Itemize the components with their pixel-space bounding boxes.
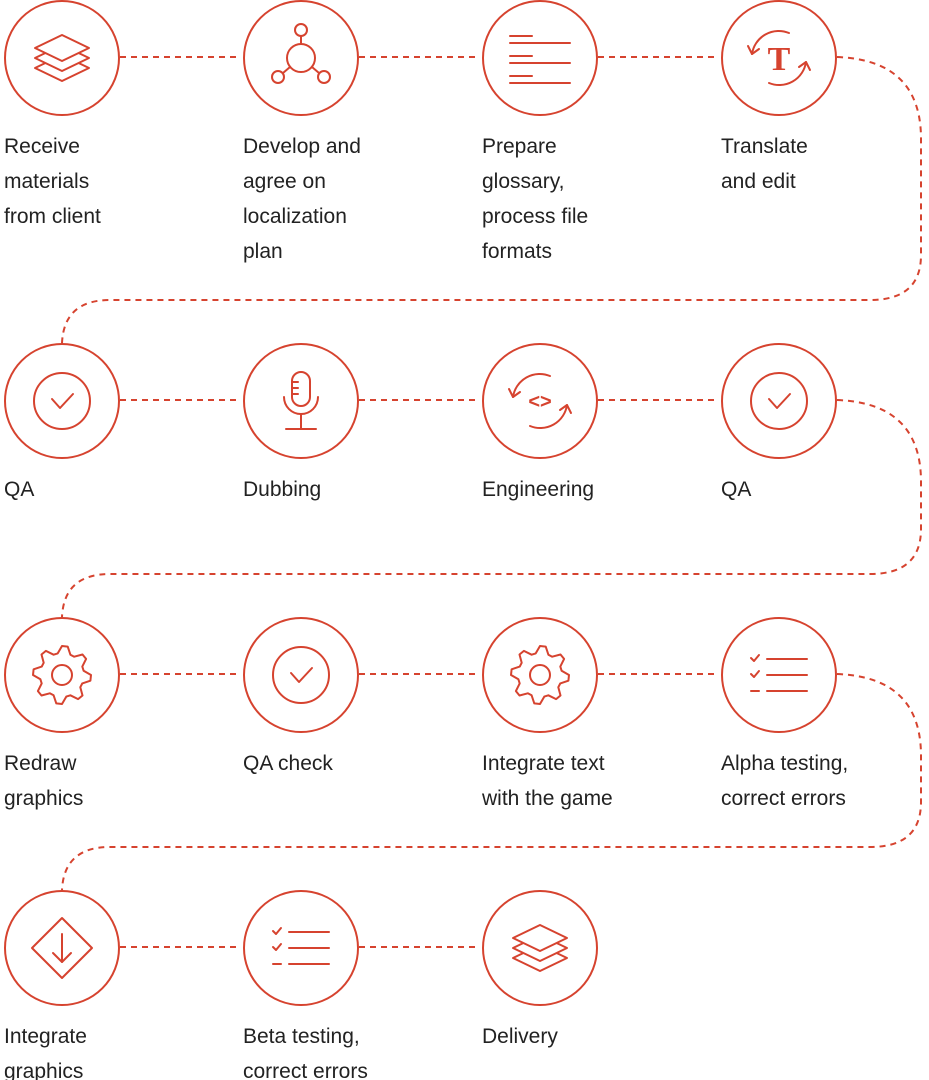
process-step: QA bbox=[3, 342, 233, 507]
row-wrap-connector bbox=[61, 673, 922, 891]
step-label-line: graphics bbox=[4, 787, 84, 810]
step-label-line: Engineering bbox=[482, 478, 595, 501]
step-label-line: Delivery bbox=[482, 1025, 558, 1048]
icon-glyph: <> bbox=[528, 391, 551, 413]
step-label: Beta testing, correct errors bbox=[243, 1019, 472, 1080]
step-label-line: agree on bbox=[243, 170, 326, 193]
step-circle bbox=[243, 617, 359, 733]
step-circle bbox=[243, 343, 359, 459]
step-label: Engineering bbox=[482, 472, 711, 507]
step-label: Delivery bbox=[482, 1019, 711, 1054]
step-label: Redraw graphics bbox=[4, 746, 233, 816]
step-label-line: glossary, bbox=[482, 170, 565, 193]
process-step: Integrate graphics bbox=[3, 889, 233, 1080]
step-label-line: QA bbox=[721, 478, 752, 501]
step-circle bbox=[482, 0, 598, 116]
network-icon bbox=[243, 0, 359, 116]
step-label-line: Integrate text bbox=[482, 752, 605, 775]
step-label-line: process file bbox=[482, 205, 589, 228]
step-circle bbox=[243, 0, 359, 116]
process-step: Integrate text with the game bbox=[481, 616, 711, 816]
step-label-line: correct errors bbox=[243, 1060, 368, 1080]
process-step: Delivery bbox=[481, 889, 711, 1054]
step-label: Translate and edit bbox=[721, 129, 929, 199]
checklist-icon bbox=[721, 617, 837, 733]
check-circle-icon bbox=[243, 617, 359, 733]
step-label-line: materials bbox=[4, 170, 90, 193]
step-label: Receive materials from client bbox=[4, 129, 233, 234]
step-label: Prepare glossary, process file formats bbox=[482, 129, 711, 269]
step-label-line: from client bbox=[4, 205, 101, 228]
step-label: Dubbing bbox=[243, 472, 472, 507]
download-diamond-icon bbox=[4, 890, 120, 1006]
process-step: T Translate and edit bbox=[720, 0, 929, 199]
step-circle bbox=[482, 617, 598, 733]
step-label: QA bbox=[4, 472, 233, 507]
gear-icon bbox=[4, 617, 120, 733]
step-label: Integrate text with the game bbox=[482, 746, 711, 816]
check-circle-icon bbox=[4, 343, 120, 459]
step-label: QA check bbox=[243, 746, 472, 781]
step-label-line: Alpha testing, bbox=[721, 752, 849, 775]
process-step: Prepare glossary, process file formats bbox=[481, 0, 711, 269]
process-step: <> Engineering bbox=[481, 342, 711, 507]
process-step: QA bbox=[720, 342, 929, 507]
process-step: Redraw graphics bbox=[3, 616, 233, 816]
step-circle bbox=[721, 343, 837, 459]
step-label-line: with the game bbox=[482, 787, 613, 810]
checklist-icon bbox=[243, 890, 359, 1006]
step-label-line: and edit bbox=[721, 170, 796, 193]
icon-glyph: T bbox=[768, 41, 791, 78]
step-label: Integrate graphics bbox=[4, 1019, 233, 1080]
check-circle-icon bbox=[721, 343, 837, 459]
process-step: Develop and agree on localization plan bbox=[242, 0, 472, 269]
step-label-line: plan bbox=[243, 240, 283, 263]
step-label-line: Develop and bbox=[243, 135, 361, 158]
gear-icon bbox=[482, 617, 598, 733]
microphone-icon bbox=[243, 343, 359, 459]
process-step: Receive materials from client bbox=[3, 0, 233, 234]
step-label: QA bbox=[721, 472, 929, 507]
step-circle bbox=[721, 0, 837, 116]
step-label-line: Integrate bbox=[4, 1025, 87, 1048]
step-label-line: correct errors bbox=[721, 787, 846, 810]
step-label-line: QA check bbox=[243, 752, 333, 775]
step-label-line: graphics bbox=[4, 1060, 84, 1080]
process-step: Alpha testing, correct errors bbox=[720, 616, 929, 816]
step-label-line: localization bbox=[243, 205, 347, 228]
step-label: Alpha testing, correct errors bbox=[721, 746, 929, 816]
text-lines-icon bbox=[482, 0, 598, 116]
layers-icon bbox=[482, 890, 598, 1006]
translate-icon: T bbox=[721, 0, 837, 116]
row-wrap-connector bbox=[61, 399, 922, 618]
process-step: Beta testing, correct errors bbox=[242, 889, 472, 1080]
step-label-line: QA bbox=[4, 478, 35, 501]
step-circle bbox=[4, 343, 120, 459]
step-label-line: Dubbing bbox=[243, 478, 322, 501]
code-icon: <> bbox=[482, 343, 598, 459]
step-label-line: Translate bbox=[721, 135, 808, 158]
step-label-line: Beta testing, bbox=[243, 1025, 360, 1048]
layers-icon bbox=[4, 0, 120, 116]
step-label: Develop and agree on localization plan bbox=[243, 129, 472, 269]
step-label-line: Receive bbox=[4, 135, 80, 158]
process-step: Dubbing bbox=[242, 342, 472, 507]
step-label-line: formats bbox=[482, 240, 553, 263]
process-step: QA check bbox=[242, 616, 472, 781]
step-circle bbox=[4, 617, 120, 733]
step-label-line: Redraw bbox=[4, 752, 77, 775]
step-circle bbox=[482, 343, 598, 459]
step-label-line: Prepare bbox=[482, 135, 557, 158]
row-wrap-connector bbox=[61, 56, 922, 344]
